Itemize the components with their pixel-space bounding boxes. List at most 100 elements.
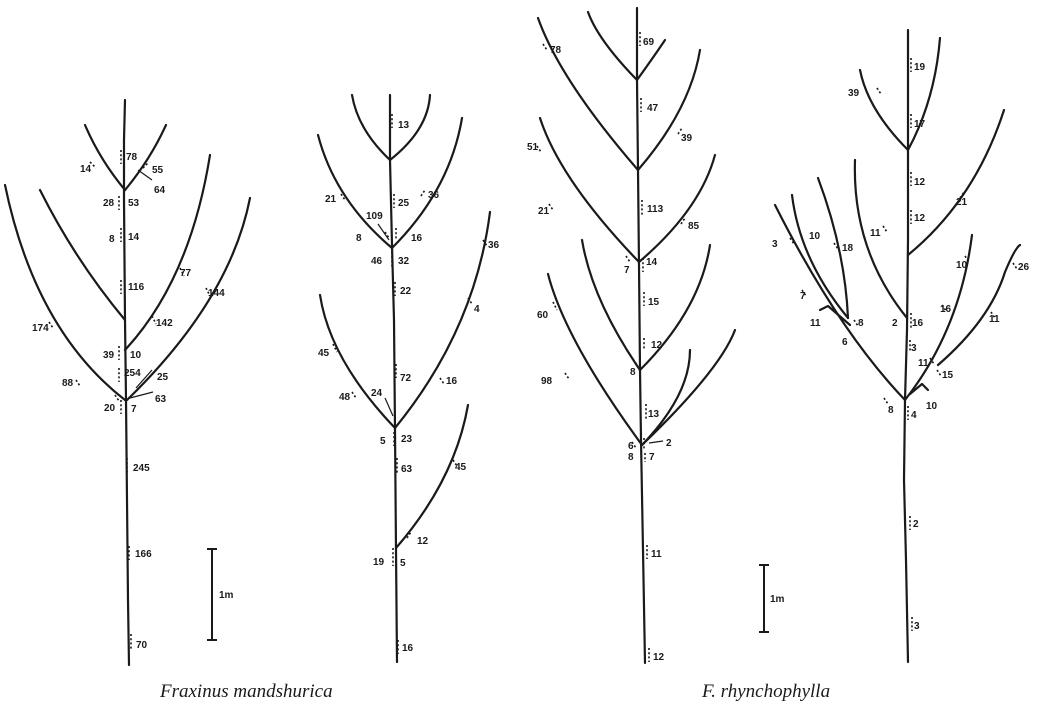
tree-3-label: 47 (647, 103, 659, 114)
tree-2-branch (320, 295, 395, 428)
tree-4-label: 2 (892, 318, 898, 329)
tree-3-tick (640, 32, 649, 662)
caption-fraxinus-mandshurica: Fraxinus mandshurica (159, 681, 333, 702)
tree-3-branch (548, 274, 642, 445)
tree-2-label: 16 (446, 376, 458, 387)
tree-2-label: 45 (455, 462, 467, 473)
tree-4-label: 2 (913, 519, 919, 530)
tree-4-branch (855, 160, 907, 318)
tree-1-label: 78 (126, 152, 138, 163)
tree-1-branch (85, 125, 125, 190)
tree-1-label: 28 (103, 198, 115, 209)
tree-1-label: 8 (109, 234, 115, 245)
tree-3-label: 14 (646, 257, 658, 268)
tree-2-branch (396, 405, 468, 548)
tree-4-label: 11 (870, 228, 881, 239)
tree-4-label: 39 (848, 88, 860, 99)
tree-2-label: 5 (380, 436, 386, 447)
tree-4-label: 12 (914, 213, 926, 224)
tree-3-label: 51 (527, 142, 539, 153)
tree-1-label: 142 (156, 318, 173, 329)
scale-bar-left-label: 1m (219, 590, 234, 601)
tree-4-label: 10 (809, 231, 821, 242)
tree-2-label: 23 (401, 434, 413, 445)
tree-3-label: 7 (624, 265, 630, 276)
tree-2-label: 48 (339, 392, 351, 403)
tree-4-branch (775, 205, 905, 400)
tree-2-label: 109 (366, 211, 383, 222)
tree-4-trunk (904, 30, 908, 662)
tree-1-label: 245 (133, 463, 150, 474)
tree-1-label: 63 (155, 394, 167, 405)
tree-4-label: 16 (940, 304, 952, 315)
tree-2-label: 63 (401, 464, 413, 475)
tree-4-label: 8 (888, 405, 894, 416)
tree-3-label: 60 (537, 310, 549, 321)
tree-4: 19 39 17 12 21 11 12 3 10 18 10 26 16 7 … (772, 30, 1030, 662)
tree-2-trunk (390, 95, 397, 662)
tree-2-label: 16 (411, 233, 423, 244)
tree-2-label: 36 (488, 240, 500, 251)
tree-2-label: 45 (318, 348, 330, 359)
tree-1-label: 25 (157, 372, 169, 383)
tree-4-label: 3 (914, 621, 920, 632)
tree-3-branch (588, 12, 637, 80)
tree-1-label: 20 (104, 403, 116, 414)
tree-1-label: 14 (80, 164, 92, 175)
caption-f-rhynchophylla: F. rhynchophylla (701, 681, 830, 702)
tree-3-label: 78 (550, 45, 562, 56)
tree-1-label: 64 (154, 185, 166, 196)
tree-4-label: 11 (989, 314, 1000, 325)
tree-2-branch (390, 95, 430, 160)
tree-2-leader (385, 398, 393, 416)
tree-2-branch (352, 95, 390, 160)
scale-bar-left: 1m (207, 549, 234, 640)
tree-4-label: 21 (956, 197, 968, 208)
tree-1-branch (127, 198, 250, 400)
tree-4-label: 10 (926, 401, 938, 412)
tree-2-label: 8 (356, 233, 362, 244)
tree-3-label: 15 (648, 297, 660, 308)
tree-2-label: 72 (400, 373, 412, 384)
tree-2-branch (395, 212, 490, 428)
tree-1-branch (5, 185, 125, 400)
tree-3-label: 13 (648, 409, 660, 420)
tree-1-label: 10 (130, 350, 142, 361)
tree-3-label: 21 (538, 206, 550, 217)
tree-2-label: 4 (474, 304, 480, 315)
tree-1-label: 254 (124, 368, 141, 379)
tree-3-label: 6 (628, 441, 634, 452)
tree-4-label: 16 (912, 318, 924, 329)
tree-1-branch (40, 190, 125, 320)
tree-2-label: 12 (417, 536, 429, 547)
tree-1-label: 53 (128, 198, 140, 209)
tree-1: 14 78 55 64 28 53 8 14 116 77 144 142 17… (5, 100, 250, 665)
tree-1-label: 88 (62, 378, 74, 389)
tree-1-label: 70 (136, 640, 148, 651)
tree-3-label: 98 (541, 376, 553, 387)
tree-4-label: 15 (942, 370, 954, 381)
tree-4-label: 19 (914, 62, 926, 73)
tree-1-label: 166 (135, 549, 152, 560)
tree-3-branch (642, 350, 690, 445)
tree-2-label: 19 (373, 557, 385, 568)
tree-4-branch (908, 38, 940, 150)
tree-1-label: 116 (128, 282, 145, 293)
tree-3-label: 69 (643, 37, 655, 48)
tree-2-label: 24 (371, 388, 383, 399)
tree-2-label: 13 (398, 120, 410, 131)
tree-1-label: 55 (152, 165, 164, 176)
tree-4-label: 7 (800, 291, 806, 302)
tree-1-leader (138, 170, 152, 180)
tree-4-label: 11 (810, 318, 821, 329)
tree-3-branch (582, 240, 640, 370)
tree-3-label: 8 (628, 452, 634, 463)
tree-1-label: 7 (131, 404, 137, 415)
tree-2: 13 21 25 36 109 8 16 46 32 36 22 4 45 72… (318, 95, 500, 662)
scale-bar-right-label: 1m (770, 594, 785, 605)
tree-3-label: 12 (651, 340, 663, 351)
tree-2-label: 21 (325, 194, 337, 205)
tree-4-label: 8 (858, 318, 864, 329)
tree-4-label: 3 (772, 239, 778, 250)
